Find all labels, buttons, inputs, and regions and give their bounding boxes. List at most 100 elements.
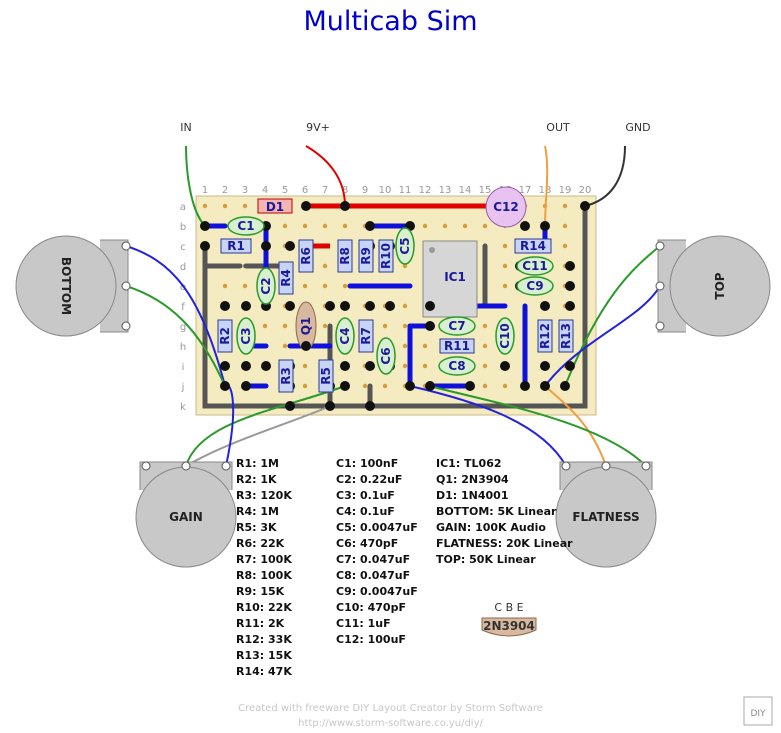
board-hole	[382, 323, 388, 329]
input-wire	[185, 145, 206, 227]
bom-other-item: D1: 1N4001	[436, 489, 509, 502]
solder-pad	[520, 221, 530, 231]
c4-capacitor	[335, 317, 355, 355]
bom-other-item: TOP: 50K Linear	[436, 553, 536, 566]
column-label: 11	[399, 185, 412, 196]
solder-pad	[285, 401, 295, 411]
solder-pad	[405, 381, 415, 391]
solder-pad	[241, 301, 251, 311]
board-hole	[282, 323, 288, 329]
c7-label: C7	[448, 319, 465, 333]
bom-resistor-item: R3: 120K	[236, 489, 292, 502]
board-hole	[502, 383, 508, 389]
solder-pad	[220, 381, 230, 391]
flatness-pot-wire-3	[429, 385, 647, 467]
bom-resistor-item: R10: 22K	[236, 601, 292, 614]
flatness-pot-wire-2	[544, 385, 607, 467]
board-hole	[282, 223, 288, 229]
gnd-label: GND	[625, 121, 650, 134]
row-label: j	[181, 382, 185, 393]
bom-resistor-item: R12: 33K	[236, 633, 292, 646]
board-hole	[422, 363, 428, 369]
board-hole	[562, 243, 568, 249]
pot-top: TOP	[655, 235, 771, 337]
bom-capacitor-item: C12: 100uF	[336, 633, 406, 646]
c12-label: C12	[493, 200, 519, 214]
gain-pot-wire-2	[185, 405, 331, 467]
r12-label: R12	[538, 323, 552, 349]
logo-text: DIY	[750, 709, 766, 719]
board-hole	[502, 263, 508, 269]
solder-pad	[340, 301, 350, 311]
board-hole	[322, 263, 328, 269]
board-hole	[342, 223, 348, 229]
c6-label: C6	[379, 347, 393, 364]
board-hole	[562, 223, 568, 229]
solder-pad	[580, 201, 590, 211]
r9-label: R9	[359, 247, 373, 265]
c3-label: C3	[239, 327, 253, 344]
r10-label: R10	[379, 243, 393, 269]
gain-pot-wire-1	[185, 385, 346, 467]
solder-pad	[301, 201, 311, 211]
board-hole	[482, 323, 488, 329]
bom-capacitor-item: C7: 0.047uF	[336, 553, 411, 566]
board-hole	[242, 283, 248, 289]
board-hole	[282, 343, 288, 349]
board-hole	[322, 323, 328, 329]
pot-gain: GAIN	[135, 461, 237, 568]
row-label: b	[180, 222, 186, 233]
board-hole	[502, 283, 508, 289]
bom-capacitor-item: C3: 0.1uF	[336, 489, 395, 502]
footer: Created with freeware DIY Layout Creator…	[0, 701, 781, 731]
board-hole	[302, 283, 308, 289]
column-label: 13	[439, 185, 452, 196]
r4-label: R4	[279, 269, 293, 287]
r1-label: R1	[227, 239, 245, 253]
solder-pad	[340, 201, 350, 211]
bom-other-item: IC1: TL062	[436, 457, 502, 470]
board-hole	[302, 363, 308, 369]
c7-capacitor	[438, 316, 476, 336]
column-labels: 1234567891011121314151617181920	[202, 185, 592, 196]
solder-pad	[540, 221, 550, 231]
board-hole	[242, 203, 248, 209]
board-hole	[202, 203, 208, 209]
solder-pad	[365, 301, 375, 311]
bom-resistor-item: R4: 1M	[236, 505, 279, 518]
solder-pad	[565, 261, 575, 271]
power-wire	[305, 145, 346, 207]
solder-pad	[540, 361, 550, 371]
c2-label: C2	[259, 277, 273, 294]
r6-resistor	[298, 239, 314, 273]
out-label: OUT	[546, 121, 570, 134]
solder-pad	[565, 281, 575, 291]
solder-pad	[220, 361, 230, 371]
r3-label: R3	[279, 367, 293, 385]
bom-resistor-item: R2: 1K	[236, 473, 277, 486]
d1-diode	[257, 198, 293, 214]
c1-label: C1	[237, 219, 254, 233]
bom-resistor-item: R13: 15K	[236, 649, 292, 662]
solder-pad	[425, 301, 435, 311]
board-hole	[482, 223, 488, 229]
column-label: 9	[362, 185, 368, 196]
ic1-label: IC1	[444, 270, 466, 284]
ground-wire	[584, 145, 626, 207]
page-title: Multicab Sim	[303, 6, 478, 37]
solder-pad	[200, 221, 210, 231]
c11-capacitor	[516, 256, 554, 276]
column-label: 7	[322, 185, 328, 196]
column-label: 20	[579, 185, 592, 196]
r13-resistor	[558, 319, 574, 353]
board-hole	[442, 223, 448, 229]
bom-capacitor-item: C5: 0.0047uF	[336, 521, 418, 534]
column-label: 4	[262, 185, 268, 196]
bom-capacitor-item: C4: 0.1uF	[336, 505, 395, 518]
c5-label: C5	[398, 237, 412, 254]
bom-other-item: BOTTOM: 5K Linear	[436, 505, 557, 518]
c3-capacitor	[236, 317, 256, 355]
column-label: 1	[202, 185, 208, 196]
solder-pad	[325, 301, 335, 311]
